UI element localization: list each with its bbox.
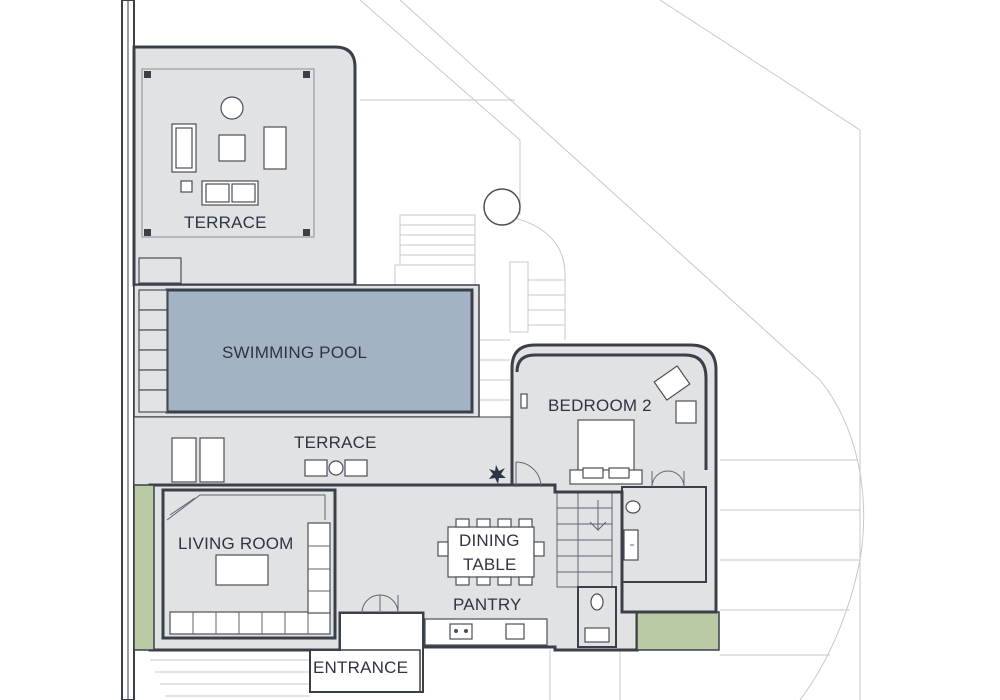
dining-table (447, 526, 535, 578)
coffee-table (218, 134, 246, 162)
swimming-pool (133, 284, 480, 418)
sofa-l-shape (169, 611, 331, 635)
room-labels: TERRACE SWIMMING POOL BEDROOM 2 TERRACE … (178, 213, 652, 677)
planter-left (133, 484, 155, 651)
label-bedroom-2: BEDROOM 2 (548, 396, 652, 415)
label-pantry: PANTRY (453, 595, 522, 614)
label-living-room: LIVING ROOM (178, 534, 294, 553)
entrance-vestibule (309, 594, 424, 693)
middle-terrace (133, 416, 513, 486)
living-coffee-table (215, 554, 269, 586)
label-terrace-top: TERRACE (184, 213, 267, 232)
label-dining-line2: TABLE (463, 555, 517, 574)
house-body (133, 483, 720, 652)
planter-right (636, 611, 720, 651)
sofa-right (263, 126, 287, 170)
pantry-counter (424, 618, 548, 646)
label-swimming-pool: SWIMMING POOL (222, 343, 367, 362)
bedroom-wing (489, 343, 718, 614)
upper-terrace (132, 45, 357, 287)
label-terrace-middle: TERRACE (294, 433, 377, 452)
pool-steps (138, 289, 168, 413)
label-entrance: ENTRANCE (313, 658, 408, 677)
site-context-lines (150, 0, 865, 700)
round-chair (220, 96, 244, 120)
label-dining-line1: DINING (459, 531, 520, 550)
boundary-wall (121, 0, 135, 700)
